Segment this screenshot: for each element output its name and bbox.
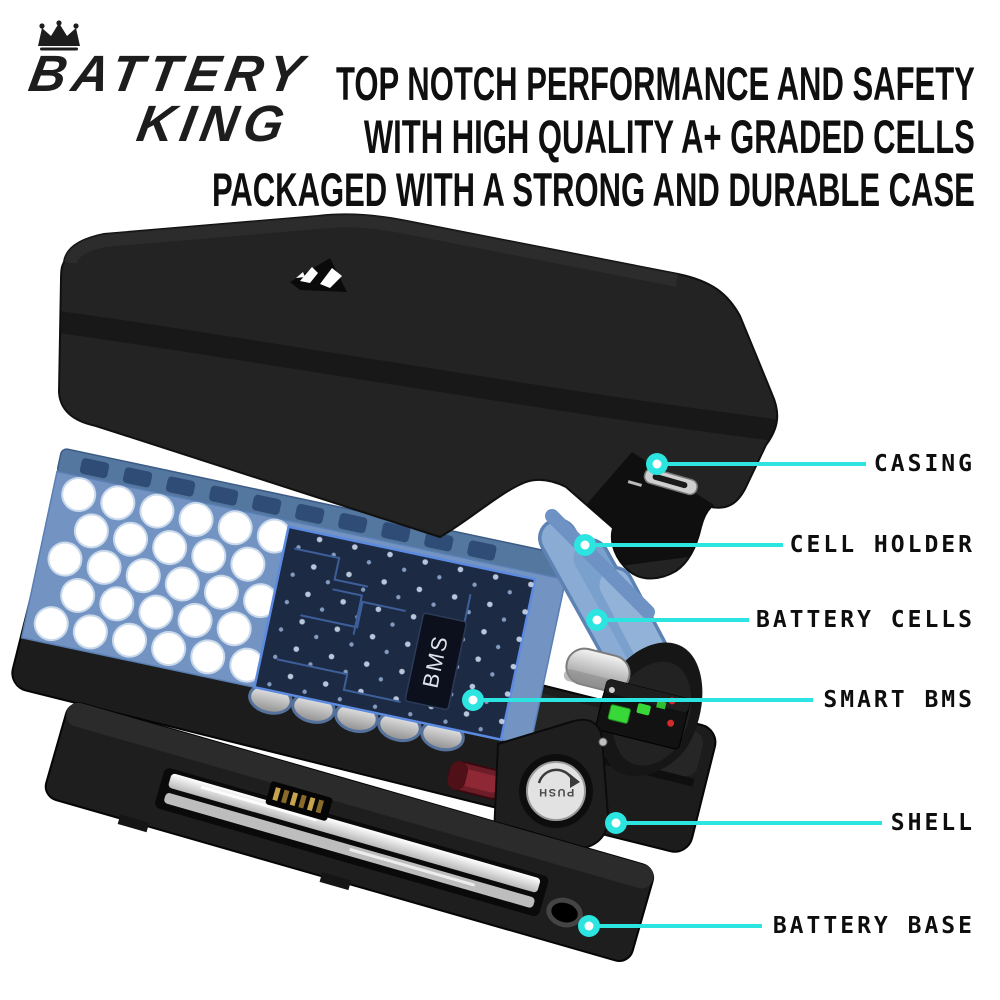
label-smart-bms: SMART BMS xyxy=(823,687,975,713)
charge-port-face xyxy=(586,452,714,566)
battery-base xyxy=(44,702,655,962)
headline: TOP NOTCH PERFORMANCE AND SAFETY WITH HI… xyxy=(0,57,975,216)
base-connector xyxy=(265,781,333,821)
charge-port xyxy=(627,467,698,496)
case-badge xyxy=(290,258,347,292)
crown-icon xyxy=(38,20,80,51)
cell-openings xyxy=(33,476,292,683)
bms-board: BMS xyxy=(252,525,537,742)
label-shell: SHELL xyxy=(890,810,975,836)
label-cell-holder: CELL HOLDER xyxy=(789,532,975,558)
push-dial: PUSH xyxy=(519,737,608,828)
shell-hardware: PUSH xyxy=(447,642,703,860)
headline-line-2: WITH HIGH QUALITY A+ GRADED CELLS xyxy=(364,110,975,163)
headline-line-3: PACKAGED WITH A STRONG AND DURABLE CASE xyxy=(212,163,975,216)
callout-dots xyxy=(462,453,668,937)
holder-edge-lip xyxy=(545,509,655,619)
label-battery-cells: BATTERY CELLS xyxy=(755,607,975,633)
callout-lines xyxy=(473,462,882,928)
label-casing: CASING xyxy=(873,451,975,477)
casing xyxy=(57,213,779,580)
bms-chip xyxy=(404,612,467,711)
label-battery-base: BATTERY BASE xyxy=(772,913,975,939)
terminal-block xyxy=(595,679,691,750)
cell-holder: BMS xyxy=(20,448,571,752)
headline-line-1: TOP NOTCH PERFORMANCE AND SAFETY xyxy=(336,57,975,110)
push-dial-label: PUSH xyxy=(538,786,575,798)
holder-top-ribs xyxy=(79,458,497,561)
mount-hole xyxy=(546,897,583,928)
